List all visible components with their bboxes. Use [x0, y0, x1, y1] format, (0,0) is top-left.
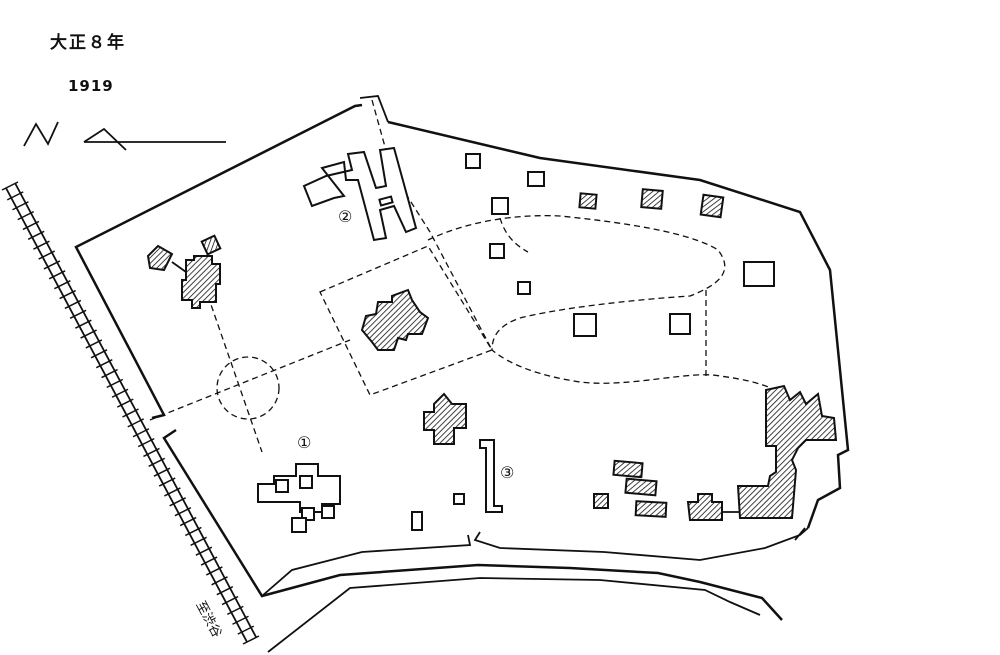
hatched-buildings — [146, 188, 838, 521]
outlined-buildings — [257, 146, 775, 533]
rail-tie — [111, 388, 129, 398]
rail-tie — [12, 201, 29, 211]
rail-tie — [237, 625, 255, 635]
marker-3: ③ — [500, 463, 514, 482]
rail-tie — [48, 270, 66, 280]
rail-tie — [90, 349, 108, 359]
rail-tie — [6, 191, 24, 201]
direction-label: 至渋谷 — [192, 599, 224, 640]
building-small-left — [146, 244, 174, 272]
rail-tie — [179, 516, 197, 527]
rail-tie — [85, 339, 103, 349]
rail-tie — [59, 289, 76, 300]
rail-tie — [54, 280, 71, 290]
building-two-outline — [302, 146, 418, 242]
rail-tie — [64, 299, 82, 310]
rail-tie — [164, 487, 181, 497]
rail-tie — [226, 605, 244, 616]
building-three-outline — [479, 439, 503, 513]
rail-tie — [143, 447, 160, 458]
marker-2: ② — [338, 207, 352, 226]
rail-tie — [205, 566, 223, 576]
rail-tie — [158, 477, 176, 487]
building-cross-left — [181, 255, 221, 309]
rail-tie — [33, 240, 50, 250]
north-arrow-icon — [23, 121, 226, 151]
rail-tie — [200, 556, 218, 566]
rail-tie — [148, 457, 166, 468]
rail-tie — [232, 615, 249, 625]
rail-tie — [122, 408, 139, 418]
rail-tie — [169, 497, 186, 507]
rail-tie — [211, 576, 228, 586]
building-lower-cross — [423, 392, 467, 445]
rail-tie — [1, 181, 19, 191]
building-east-large — [736, 384, 838, 519]
site-boundary — [74, 95, 850, 653]
rail-tie — [69, 309, 87, 319]
rail-tie — [174, 507, 192, 517]
building-square-left — [200, 234, 222, 256]
rail-tie — [242, 635, 260, 645]
rail-tie — [190, 536, 207, 546]
rail-tie — [137, 437, 155, 448]
marker-1: ① — [297, 433, 311, 452]
rail-tie — [216, 585, 234, 596]
railway-line — [1, 181, 260, 645]
rail-tie — [127, 418, 145, 428]
building-center-main — [360, 288, 430, 351]
rail-tie — [101, 368, 118, 379]
rail-tie — [185, 526, 202, 537]
rail-tie — [153, 467, 171, 477]
era-label: 大正８年 — [50, 33, 126, 53]
rail-tie — [132, 428, 150, 438]
rail-tie — [22, 220, 40, 231]
year-label: 1919 — [68, 77, 114, 95]
rail-tie — [43, 260, 61, 270]
rail-tie — [17, 210, 35, 221]
rail-tie — [80, 329, 97, 339]
rail-tie — [95, 358, 113, 369]
rail-tie — [75, 319, 92, 329]
dashed-paths — [149, 99, 776, 453]
rail-tie — [221, 595, 239, 606]
rail-tie — [106, 378, 124, 389]
rail-tie — [116, 398, 134, 408]
rail-tie — [38, 250, 56, 260]
rail-tie — [195, 546, 213, 556]
rail-tie — [27, 230, 45, 241]
